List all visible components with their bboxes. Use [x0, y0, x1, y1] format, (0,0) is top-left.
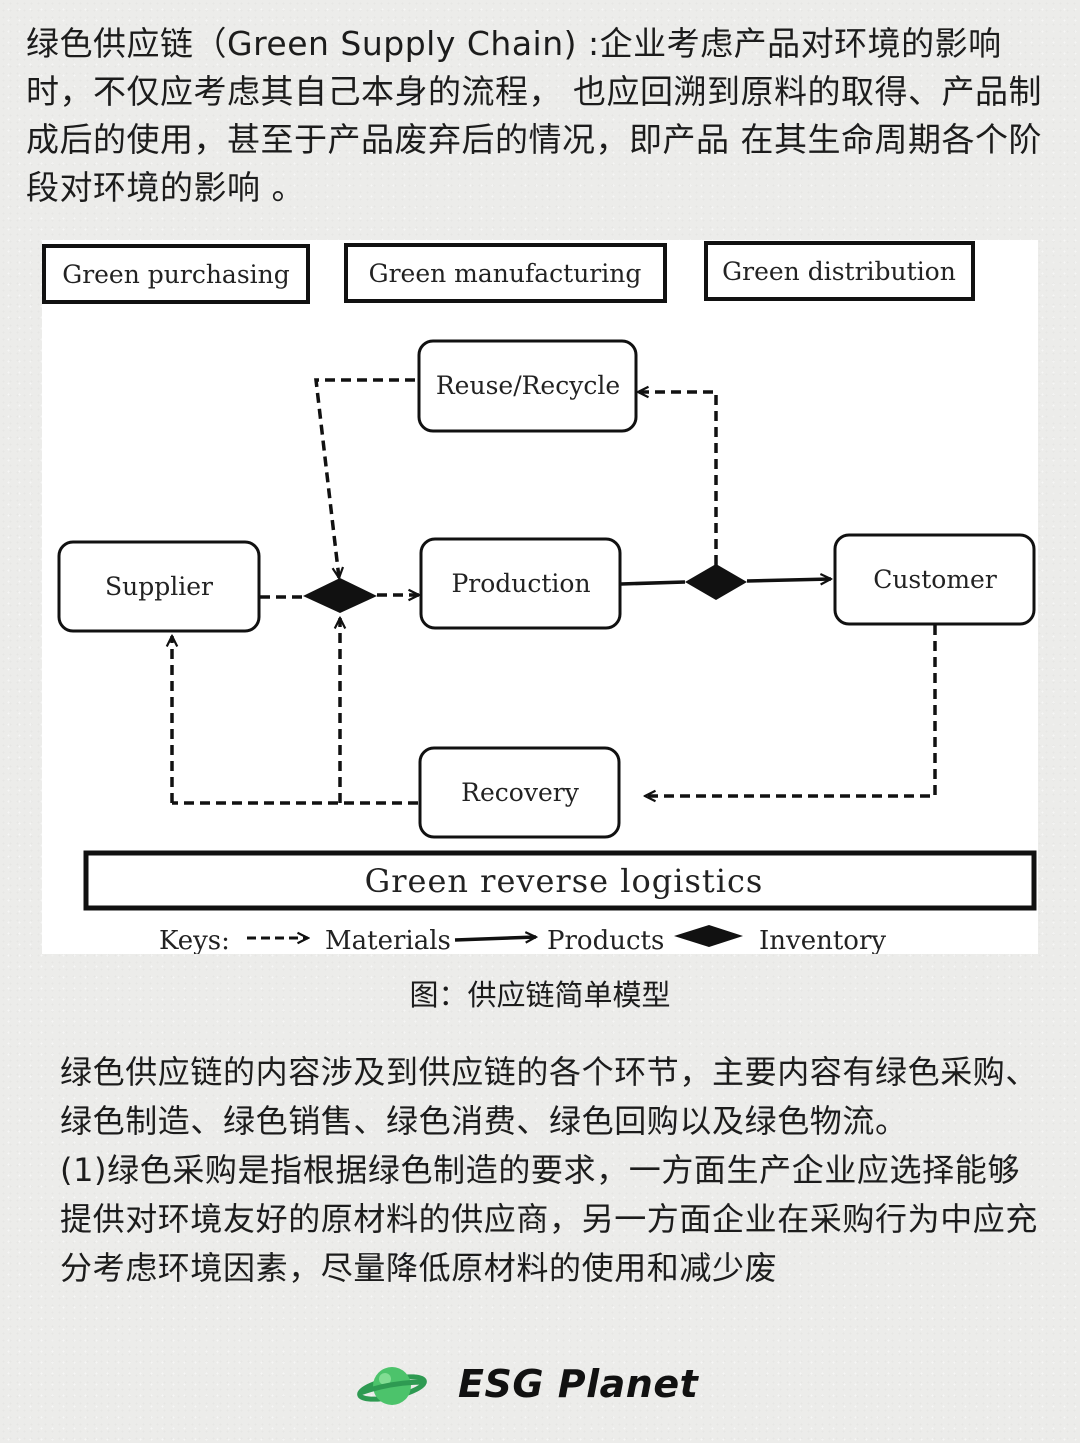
reuse-to-inventory-arrow	[314, 378, 415, 578]
customer-to-recovery-arrow	[645, 625, 937, 796]
brand-footer: ESG Planet	[0, 1356, 1080, 1412]
legend-materials-label: Materials	[325, 926, 451, 954]
node-reuse-recycle: Reuse/Recycle	[417, 339, 638, 433]
intro-paragraph: 绿色供应链（Green Supply Chain) :企业考虑产品对环境的影响时…	[26, 24, 1042, 207]
node-supplier: Supplier	[57, 540, 261, 633]
inventory-diamond-distribution	[685, 564, 747, 600]
brand-name: ESG Planet	[458, 1362, 699, 1406]
diagram-legend: Keys: Materials Products Inventory	[159, 925, 886, 954]
flow-connections	[172, 378, 937, 805]
reverse-logistics-banner: Green reverse logistics	[83, 850, 1037, 911]
body-text-block: 绿色供应链的内容涉及到供应链的各个环节，主要内容有绿色采购、绿色制造、绿色销售、…	[60, 1048, 1040, 1293]
header-green-purchasing-label: Green purchasing	[62, 260, 290, 289]
node-customer-label: Customer	[873, 565, 997, 594]
header-green-distribution: Green distribution	[704, 241, 975, 301]
production-to-inventory-line	[620, 580, 686, 586]
node-recovery: Recovery	[418, 746, 621, 839]
header-green-manufacturing: Green manufacturing	[344, 243, 667, 303]
inventory-diamond-supply	[303, 578, 377, 613]
node-reuse-recycle-label: Reuse/Recycle	[436, 371, 620, 400]
legend-inventory-diamond	[674, 925, 743, 947]
planet-icon	[356, 1360, 428, 1416]
node-customer: Customer	[833, 533, 1036, 626]
legend-products-label: Products	[547, 926, 664, 954]
reverse-logistics-label: Green reverse logistics	[365, 862, 764, 900]
legend-inventory-label: Inventory	[759, 926, 886, 954]
inventory-to-customer-arrow	[746, 579, 831, 581]
inventory-to-reuse-arrow	[638, 392, 718, 565]
supply-chain-diagram: Green purchasing Green manufacturing Gre…	[42, 240, 1038, 954]
header-green-manufacturing-label: Green manufacturing	[369, 259, 642, 288]
header-green-purchasing: Green purchasing	[42, 244, 310, 304]
body-paragraph: (1)绿色采购是指根据绿色制造的要求，一方面生产企业应选择能够提供对环境友好的原…	[60, 1151, 1039, 1287]
figure-caption: 图：供应链简单模型	[409, 978, 671, 1012]
node-supplier-label: Supplier	[105, 572, 213, 601]
node-production: Production	[419, 537, 622, 630]
node-production-label: Production	[451, 569, 590, 598]
header-green-distribution-label: Green distribution	[722, 257, 956, 286]
body-paragraph: 绿色供应链的内容涉及到供应链的各个环节，主要内容有绿色采购、绿色制造、绿色销售、…	[60, 1053, 1039, 1140]
legend-title: Keys:	[159, 926, 230, 954]
intro-text-block: 绿色供应链（Green Supply Chain) :企业考虑产品对环境的影响时…	[26, 20, 1061, 212]
legend-products-arrow	[454, 937, 536, 940]
node-recovery-label: Recovery	[461, 778, 580, 807]
